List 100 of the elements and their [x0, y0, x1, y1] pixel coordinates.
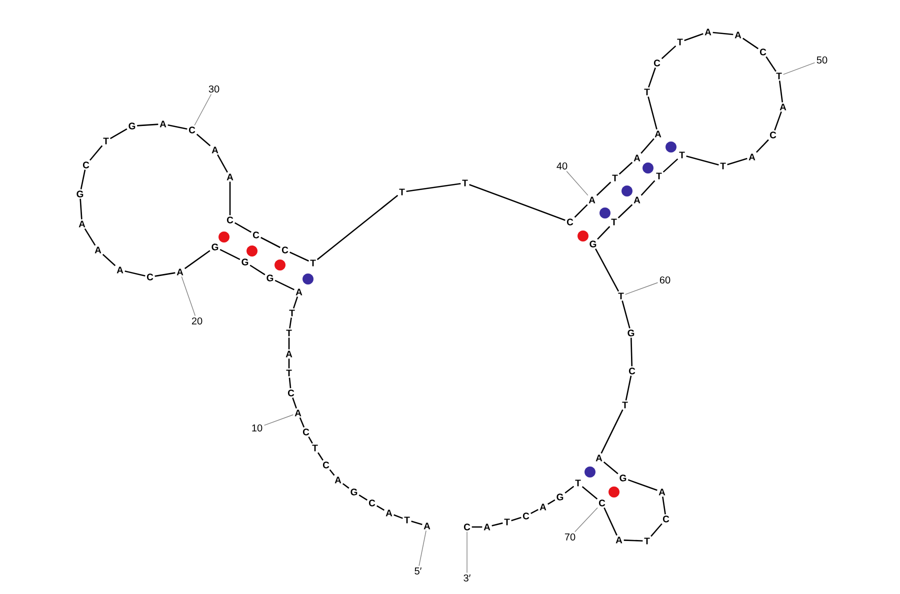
nucleotide-letter: A: [226, 174, 234, 180]
backbone-line: [250, 264, 266, 276]
nucleotide-letter: A: [424, 522, 430, 530]
nucleotide-letter: T: [286, 330, 292, 336]
nucleotide-letter: T: [679, 152, 685, 158]
nucleotide-letter: A: [658, 488, 666, 496]
backbone-line: [394, 514, 403, 519]
backbone-line: [661, 45, 676, 60]
backbone-line: [308, 436, 313, 444]
nucleotide-letter: A: [94, 246, 102, 254]
nucleotide-letter: T: [611, 218, 617, 226]
nucleotide-letter: T: [289, 310, 295, 316]
leader-line: [418, 530, 426, 566]
position-number: 70: [564, 533, 576, 541]
nucleotide-letter: A: [484, 524, 490, 530]
backbone-line: [603, 462, 618, 474]
nucleotide-letter: C: [82, 162, 90, 168]
nucleotide-letter: C: [770, 132, 776, 138]
nucleotide-letter: T: [462, 180, 468, 186]
backbone-line: [217, 154, 228, 173]
backbone-line: [597, 226, 610, 240]
backbone-line: [712, 32, 734, 36]
backbone-line: [628, 479, 658, 491]
position-number: 3′: [464, 574, 471, 582]
nucleotide-letter: C: [252, 232, 260, 238]
backbone-line: [196, 134, 211, 146]
backbone-line: [260, 236, 280, 248]
backbone-line: [168, 124, 188, 130]
backbone-line: [89, 145, 103, 161]
nucleotide-letter: T: [399, 188, 405, 196]
backbone-line: [84, 228, 96, 246]
backbone-line: [292, 398, 297, 409]
backbone-line: [290, 252, 309, 262]
backbone-line: [630, 338, 633, 366]
nucleotide-letter: T: [644, 538, 650, 544]
nucleotide-letter: C: [288, 390, 294, 396]
nucleotide-letter: T: [404, 516, 410, 524]
backbone-line: [548, 499, 556, 505]
backbone-line: [684, 33, 704, 42]
nucleotide-letter: G: [590, 240, 596, 248]
backbone-line: [600, 409, 624, 454]
backbone-line: [774, 111, 782, 130]
position-number: 60: [660, 276, 670, 284]
nucleotide-letter: A: [734, 32, 742, 38]
nucleotide-letter: G: [76, 190, 84, 198]
nucleotide-letter: A: [704, 28, 712, 36]
leader-line: [574, 507, 598, 532]
nucleotide-letter: G: [128, 122, 136, 130]
backbone-line: [220, 248, 240, 260]
nucleotide-letter: T: [618, 292, 624, 300]
backbone-line: [110, 128, 128, 140]
backbone-line: [80, 198, 82, 220]
backbone-line: [80, 170, 86, 190]
leader-line: [181, 276, 196, 316]
nucleotide-letter: T: [286, 370, 292, 376]
nucleotide-letter: G: [350, 488, 358, 496]
backbone-line: [650, 523, 662, 537]
backbone-line: [102, 254, 116, 266]
backbone-line: [766, 56, 776, 72]
nucleotide-letter: A: [540, 504, 546, 510]
nucleotide-letter: C: [662, 516, 670, 522]
nucleotide-letter: A: [294, 410, 302, 416]
nucleotide-letter: C: [760, 48, 766, 56]
nucleotide-letter: A: [296, 288, 302, 296]
nucleotide-letter: G: [242, 258, 248, 266]
leader-line: [194, 94, 212, 126]
backbone-line: [292, 296, 298, 309]
backbone-line: [137, 124, 158, 126]
nucleotide-letter: T: [656, 172, 662, 180]
backbone-line: [492, 522, 503, 526]
backbone-line: [376, 505, 384, 511]
leader-line: [466, 531, 468, 574]
backbone-line: [469, 184, 566, 221]
position-number: 40: [556, 162, 568, 170]
nucleotide-letter: A: [116, 266, 124, 274]
nucleotide-letter: A: [654, 130, 662, 138]
backbone-line: [289, 318, 292, 328]
backbone-line: [511, 516, 522, 522]
backbone-line: [564, 486, 574, 494]
nucleotide-letter: G: [212, 244, 218, 250]
backbone-line: [596, 182, 612, 196]
nucleotide-letter: A: [212, 146, 218, 154]
nucleotide-letter: C: [226, 216, 234, 224]
nucleotide-letter: G: [628, 330, 634, 336]
nucleotide-letter: C: [628, 368, 636, 374]
position-number: 5′: [414, 568, 422, 574]
backbone-line: [742, 38, 759, 50]
backbone-line: [317, 452, 324, 461]
nucleotide-letter: C: [322, 462, 330, 468]
nucleotide-letter: T: [677, 38, 683, 46]
nucleotide-letter: T: [644, 88, 650, 96]
backbone-line: [618, 204, 633, 218]
nucleotide-letter: T: [103, 138, 109, 144]
nucleotide-letter: A: [634, 154, 640, 162]
position-number: 20: [192, 317, 202, 325]
position-number: 30: [208, 85, 220, 93]
nucleotide-letter: C: [282, 246, 288, 254]
nucleotide-letter: C: [654, 60, 660, 66]
backbone-line: [625, 376, 632, 400]
backbone-line: [640, 180, 656, 196]
